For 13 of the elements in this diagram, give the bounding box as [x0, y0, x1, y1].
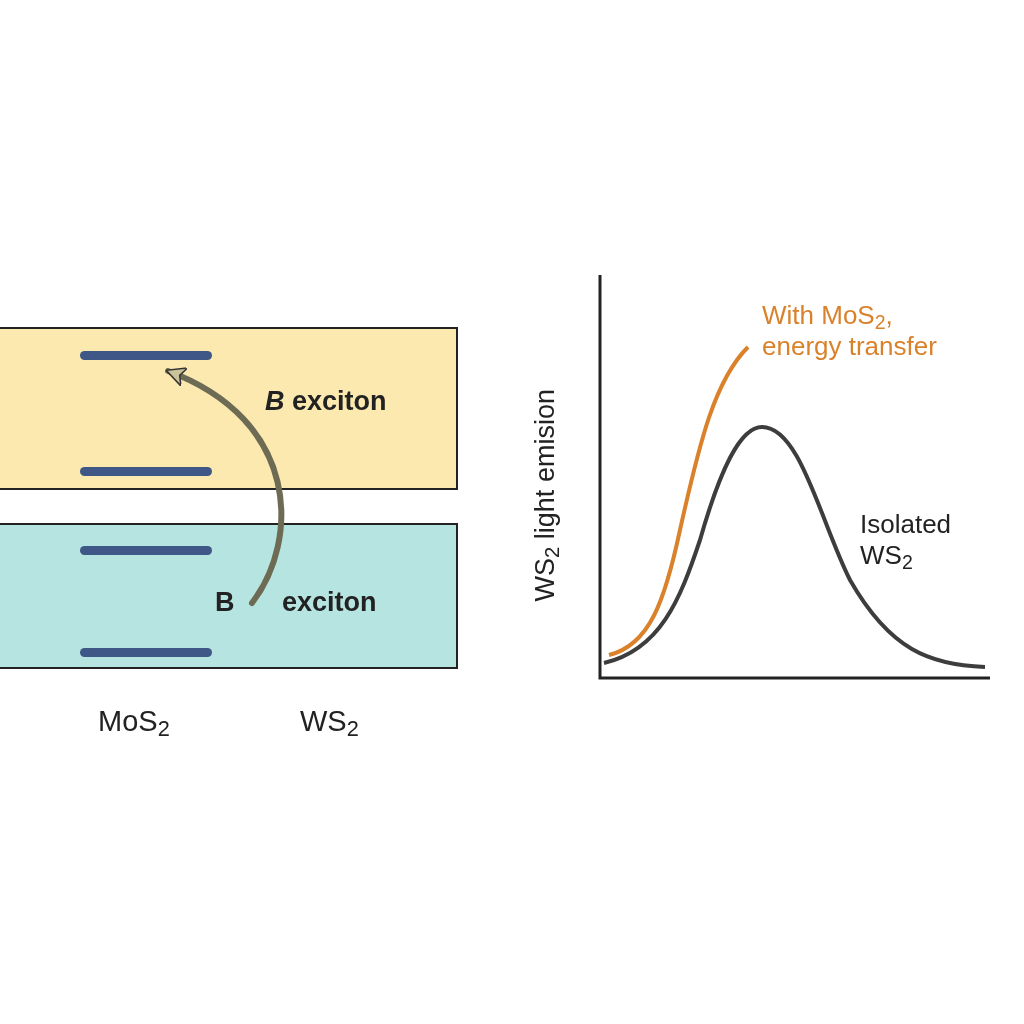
band: [0, 523, 458, 669]
arrow: [165, 368, 284, 606]
energy-level-bar: [80, 648, 212, 657]
energy-level-bar: [80, 351, 212, 360]
band: [0, 327, 458, 490]
material-label: MoS$_{2}$: [98, 704, 170, 744]
energy-level-bar: [80, 467, 212, 476]
energy-level-bar: [80, 546, 212, 555]
exciton-label: B exciton: [215, 586, 377, 619]
curve-label: With MoS$_{2}$, energy transfer: [762, 300, 938, 363]
material-label: WS$_{2}$: [300, 704, 359, 744]
curve-label: Isolated WS$_{2}$: [860, 509, 953, 572]
exciton-label: B exciton: [265, 385, 387, 418]
